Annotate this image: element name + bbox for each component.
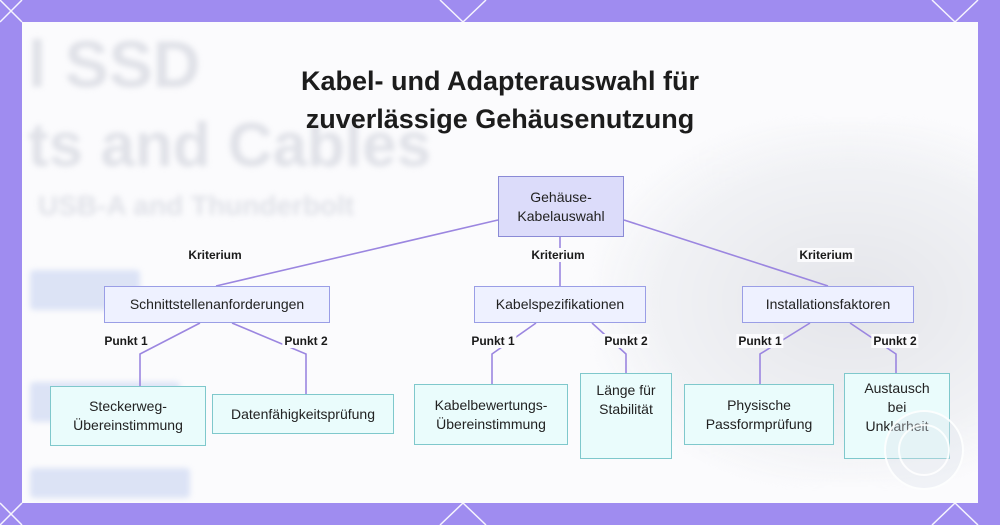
watermark-inner-ring-icon [898, 424, 950, 476]
branch-node-label: Schnittstellenanforderungen [129, 296, 305, 312]
root-node-line-1: Gehäuse- [530, 188, 592, 205]
branch-node-schnittstellen[interactable]: Schnittstellenanforderungen [104, 286, 330, 323]
leaf-node-kabelbewertung[interactable]: Kabelbewertungs- Übereinstimmung [414, 384, 568, 445]
background-ghost-text: ts and Cables [28, 111, 432, 180]
title-line-1: Kabel- und Adapterauswahl für [300, 66, 700, 96]
edge-label-kriterium: Kriterium [797, 248, 855, 262]
branch-node-label: Installationsfaktoren [765, 296, 891, 312]
leaf-node-steckerweg[interactable]: Steckerweg- Übereinstimmung [50, 386, 206, 446]
root-node[interactable]: Gehäuse- Kabelauswahl [498, 176, 624, 237]
branch-node-label: Kabelspezifikationen [495, 296, 625, 312]
leaf-node-line-1: Länge für [596, 382, 656, 398]
branch-node-installationsfaktoren[interactable]: Installationsfaktoren [742, 286, 914, 323]
branch-node-kabelspezifikationen[interactable]: Kabelspezifikationen [474, 286, 646, 323]
leaf-node-line-2: Übereinstimmung [436, 415, 546, 432]
leaf-node-line-1: Kabelbewertungs- [434, 396, 548, 413]
background-ghost-button [30, 468, 190, 498]
edge-label-punkt-1: Punkt 1 [469, 334, 517, 348]
diagram-title: Kabel- und Adapterauswahl für zuverlässi… [22, 62, 978, 138]
edge-label-punkt-2: Punkt 2 [602, 334, 650, 348]
watermark-badge-icon [884, 410, 964, 490]
leaf-node-datenfaehigkeit[interactable]: Datenfähigkeitsprüfung [212, 394, 394, 434]
edge-label-punkt-2: Punkt 2 [871, 334, 919, 348]
leaf-node-line-2: Stabilität [599, 401, 653, 417]
leaf-node-line-1: Steckerweg- [89, 398, 167, 414]
background-ghost-text: USB-A and Thunderbolt [38, 190, 355, 221]
leaf-node-laenge[interactable]: Länge für Stabilität [580, 373, 672, 459]
leaf-node-line-2: Übereinstimmung [73, 417, 183, 433]
leaf-node-line-1: Physische [727, 396, 791, 413]
root-node-line-2: Kabelauswahl [517, 207, 605, 224]
edge-label-punkt-1: Punkt 1 [736, 334, 784, 348]
edge-label-kriterium: Kriterium [529, 248, 587, 262]
edge-label-punkt-1: Punkt 1 [102, 334, 150, 348]
leaf-node-line-2: bei [887, 399, 907, 415]
leaf-node-line-1: Datenfähigkeitsprüfung [231, 405, 375, 422]
title-line-2: zuverlässige Gehäusenutzung [305, 104, 695, 134]
leaf-node-physische-passform[interactable]: Physische Passformprüfung [684, 384, 834, 445]
leaf-node-line-2: Passformprüfung [705, 415, 813, 432]
leaf-node-line-1: Austausch [864, 380, 930, 396]
edge-label-punkt-2: Punkt 2 [282, 334, 330, 348]
background-ghost-text: l SSD [28, 27, 201, 101]
edge-label-kriterium: Kriterium [186, 248, 244, 262]
